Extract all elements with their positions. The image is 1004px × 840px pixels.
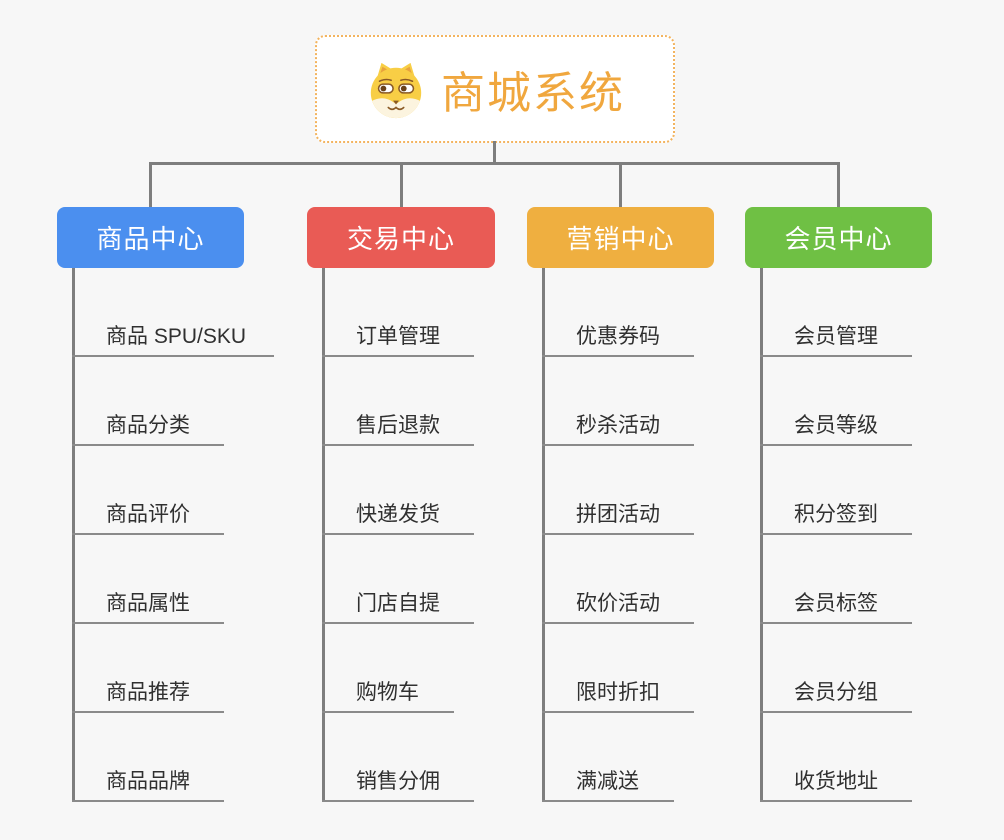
connector-rail-col1 xyxy=(72,268,75,802)
item-node[interactable]: 满减送 xyxy=(542,762,674,802)
item-node[interactable]: 拼团活动 xyxy=(542,495,694,535)
item-node[interactable]: 会员等级 xyxy=(760,406,912,446)
item-node[interactable]: 收货地址 xyxy=(760,762,912,802)
item-node[interactable]: 商品属性 xyxy=(72,584,224,624)
item-node[interactable]: 商品 SPU/SKU xyxy=(72,317,274,357)
branch-node-product-center[interactable]: 商品中心 xyxy=(57,207,244,268)
branch-node-trade-center[interactable]: 交易中心 xyxy=(307,207,495,268)
connector-root-stem xyxy=(493,141,496,165)
connector-drop-1 xyxy=(149,162,152,210)
item-node[interactable]: 销售分佣 xyxy=(322,762,474,802)
item-node[interactable]: 积分签到 xyxy=(760,495,912,535)
connector-drop-4 xyxy=(837,162,840,210)
item-node[interactable]: 会员标签 xyxy=(760,584,912,624)
item-node[interactable]: 砍价活动 xyxy=(542,584,694,624)
branch-node-member-center[interactable]: 会员中心 xyxy=(745,207,932,268)
connector-drop-2 xyxy=(400,162,403,210)
item-node[interactable]: 商品分类 xyxy=(72,406,224,446)
item-node[interactable]: 快递发货 xyxy=(322,495,474,535)
item-node[interactable]: 购物车 xyxy=(322,673,454,713)
branch-node-marketing-center[interactable]: 营销中心 xyxy=(527,207,714,268)
item-node[interactable]: 售后退款 xyxy=(322,406,474,446)
item-node[interactable]: 订单管理 xyxy=(322,317,474,357)
item-node[interactable]: 限时折扣 xyxy=(542,673,694,713)
connector-rail-col3 xyxy=(542,268,545,802)
connector-rail-col2 xyxy=(322,268,325,802)
connector-rail-col4 xyxy=(760,268,763,802)
item-node[interactable]: 商品品牌 xyxy=(72,762,224,802)
item-node[interactable]: 秒杀活动 xyxy=(542,406,694,446)
item-node[interactable]: 会员分组 xyxy=(760,673,912,713)
item-node[interactable]: 优惠券码 xyxy=(542,317,694,357)
item-node[interactable]: 会员管理 xyxy=(760,317,912,357)
dog-face-icon xyxy=(365,58,427,120)
root-title: 商城系统 xyxy=(441,69,625,118)
connector-drop-3 xyxy=(619,162,622,210)
item-node[interactable]: 商品推荐 xyxy=(72,673,224,713)
connector-top-rail xyxy=(149,162,840,165)
root-node[interactable]: 商城系统 xyxy=(315,35,675,143)
item-node[interactable]: 商品评价 xyxy=(72,495,224,535)
item-node[interactable]: 门店自提 xyxy=(322,584,474,624)
